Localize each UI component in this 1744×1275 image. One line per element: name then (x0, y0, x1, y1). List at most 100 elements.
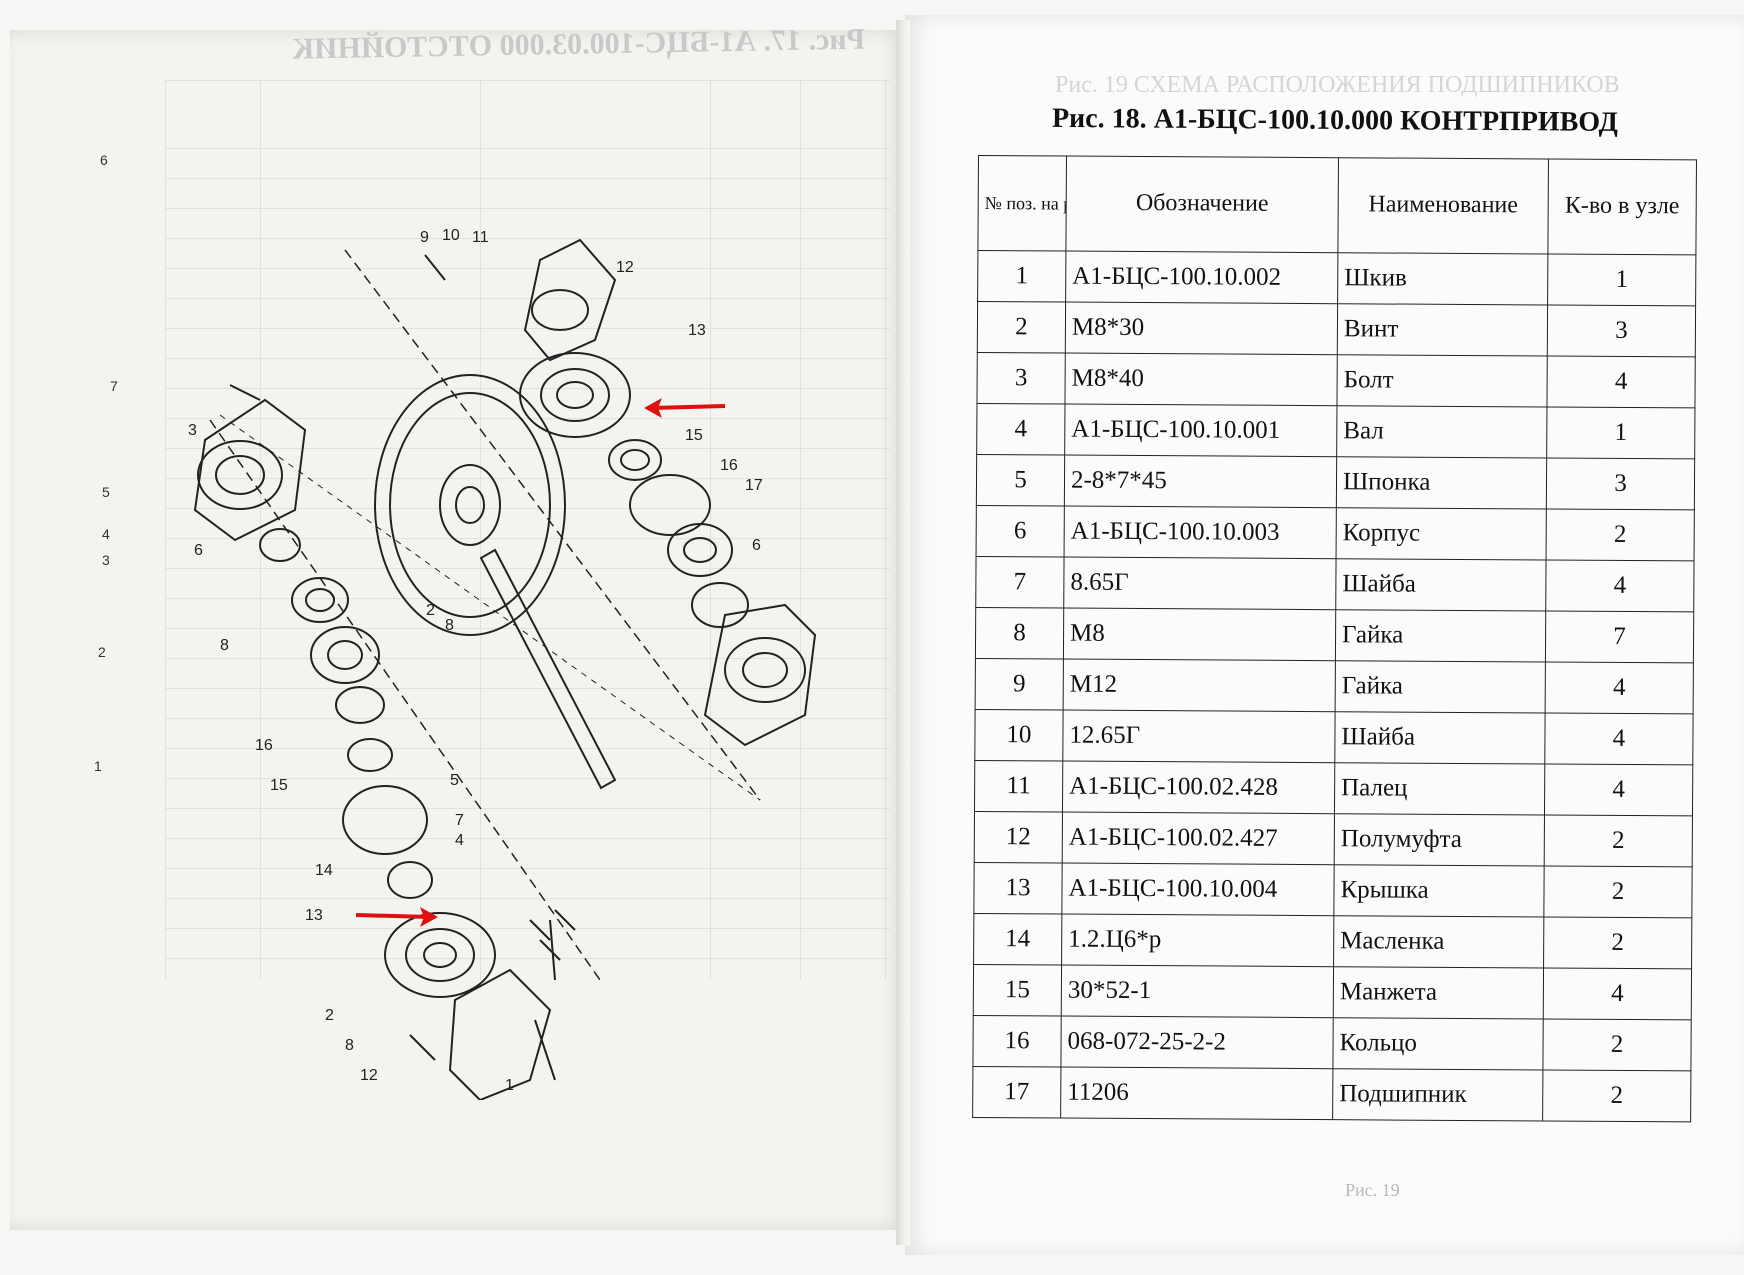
cell-num: 8 (975, 607, 1064, 660)
cell-designation: 2-8*7*45 (1064, 455, 1337, 508)
cell-qty: 4 (1546, 355, 1696, 408)
cell-designation: А1-БЦС-100.10.002 (1065, 251, 1338, 304)
cell-designation: А1-БЦС-100.10.001 (1064, 404, 1337, 457)
cell-qty: 4 (1544, 763, 1693, 816)
cell-num: 13 (973, 862, 1063, 915)
cell-name: Гайка (1335, 609, 1546, 662)
cell-num: 11 (974, 760, 1063, 813)
drawing-label: 13 (688, 322, 706, 339)
cell-designation: 068-072-25-2-2 (1060, 1016, 1334, 1069)
margin-mark: 1 (94, 758, 102, 774)
cell-name: Винт (1337, 303, 1548, 356)
cell-qty: 4 (1545, 661, 1694, 714)
cell-name: Болт (1336, 354, 1548, 407)
cell-designation: М8 (1063, 608, 1336, 661)
cell-name: Кольцо (1332, 1017, 1544, 1070)
cell-designation: А1-БЦС-100.02.427 (1062, 812, 1335, 865)
cell-name: Полумуфта (1334, 813, 1545, 866)
cell-qty: 2 (1542, 1069, 1691, 1122)
drawing-label: 7 (455, 812, 464, 829)
cell-num: 16 (972, 1015, 1062, 1068)
cell-num: 1 (977, 250, 1066, 303)
drawing-label: 6 (194, 542, 203, 559)
cell-designation: А1-БЦС-100.10.004 (1061, 863, 1335, 916)
drawing-label: 8 (220, 637, 229, 654)
drawing-label: 17 (745, 477, 763, 494)
drawing-label: 2 (426, 602, 435, 619)
cell-name: Масленка (1333, 915, 1544, 968)
cell-designation: 30*52-1 (1061, 965, 1334, 1018)
cell-qty: 4 (1545, 559, 1695, 612)
margin-mark: 3 (102, 552, 110, 568)
drawing-label: 2 (325, 1007, 334, 1024)
red-arrow-left-icon (644, 398, 726, 418)
cell-qty: 2 (1543, 916, 1692, 969)
cell-num: 15 (973, 964, 1062, 1017)
cell-designation: 8.65Г (1063, 557, 1337, 610)
drawing-label: 3 (188, 422, 197, 439)
drawing-label: 1 (505, 1077, 514, 1094)
page-title: Рис. 18. А1-БЦС-100.10.000 КОНТРПРИВОД (1051, 102, 1619, 138)
cell-designation: А1-БЦС-100.10.003 (1064, 506, 1337, 559)
cell-num: 12 (974, 811, 1063, 864)
header-name: Наименование (1337, 157, 1549, 254)
cell-name: Корпус (1336, 507, 1547, 560)
cell-num: 5 (976, 454, 1065, 507)
drawing-label: 16 (720, 457, 738, 474)
drawing-label: 13 (305, 907, 323, 924)
cell-num: 10 (974, 709, 1064, 762)
cell-qty: 7 (1545, 610, 1694, 663)
margin-mark: 4 (102, 526, 110, 542)
header-designation: Обозначение (1065, 156, 1339, 253)
cell-qty: 2 (1542, 1018, 1692, 1071)
cell-qty: 1 (1546, 406, 1695, 459)
drawing-label: 12 (360, 1067, 378, 1084)
cell-qty: 3 (1547, 304, 1696, 357)
margin-mark: 7 (110, 378, 118, 394)
cell-num: 7 (975, 556, 1065, 609)
cell-num: 9 (975, 658, 1064, 711)
cell-designation: А1-БЦС-100.02.428 (1062, 761, 1335, 814)
cell-designation: М8*40 (1064, 353, 1338, 406)
cell-designation: 11206 (1060, 1067, 1333, 1120)
cell-designation: М12 (1063, 659, 1336, 712)
cell-name: Палец (1334, 762, 1545, 815)
drawing-label: 8 (445, 617, 454, 634)
cell-name: Шкив (1337, 252, 1548, 305)
cell-num: 14 (973, 913, 1062, 966)
drawing-label: 15 (685, 427, 703, 444)
cell-name: Шайба (1335, 558, 1547, 611)
drawing-label: 14 (315, 862, 333, 879)
parts-table: № поз. на рис. Обозначение Наименование … (972, 155, 1697, 1122)
cell-qty: 2 (1544, 814, 1693, 867)
book-gutter (896, 20, 910, 1245)
exploded-assembly-drawing: 9 10 11 12 13 15 16 17 6 3 6 8 8 2 16 15… (188, 227, 817, 1100)
right-page (905, 15, 1744, 1255)
cell-qty: 3 (1546, 457, 1695, 510)
right-page-ghost-footer: Рис. 19 (1345, 1180, 1400, 1200)
cell-name: Вал (1336, 405, 1547, 458)
cell-qty: 4 (1544, 712, 1694, 765)
drawing-label: 8 (345, 1037, 354, 1054)
cell-name: Гайка (1335, 660, 1546, 713)
cell-name: Шпонка (1336, 456, 1547, 509)
margin-mark: 2 (98, 644, 106, 660)
drawing-label: 5 (450, 772, 459, 789)
cell-num: 3 (976, 352, 1066, 405)
